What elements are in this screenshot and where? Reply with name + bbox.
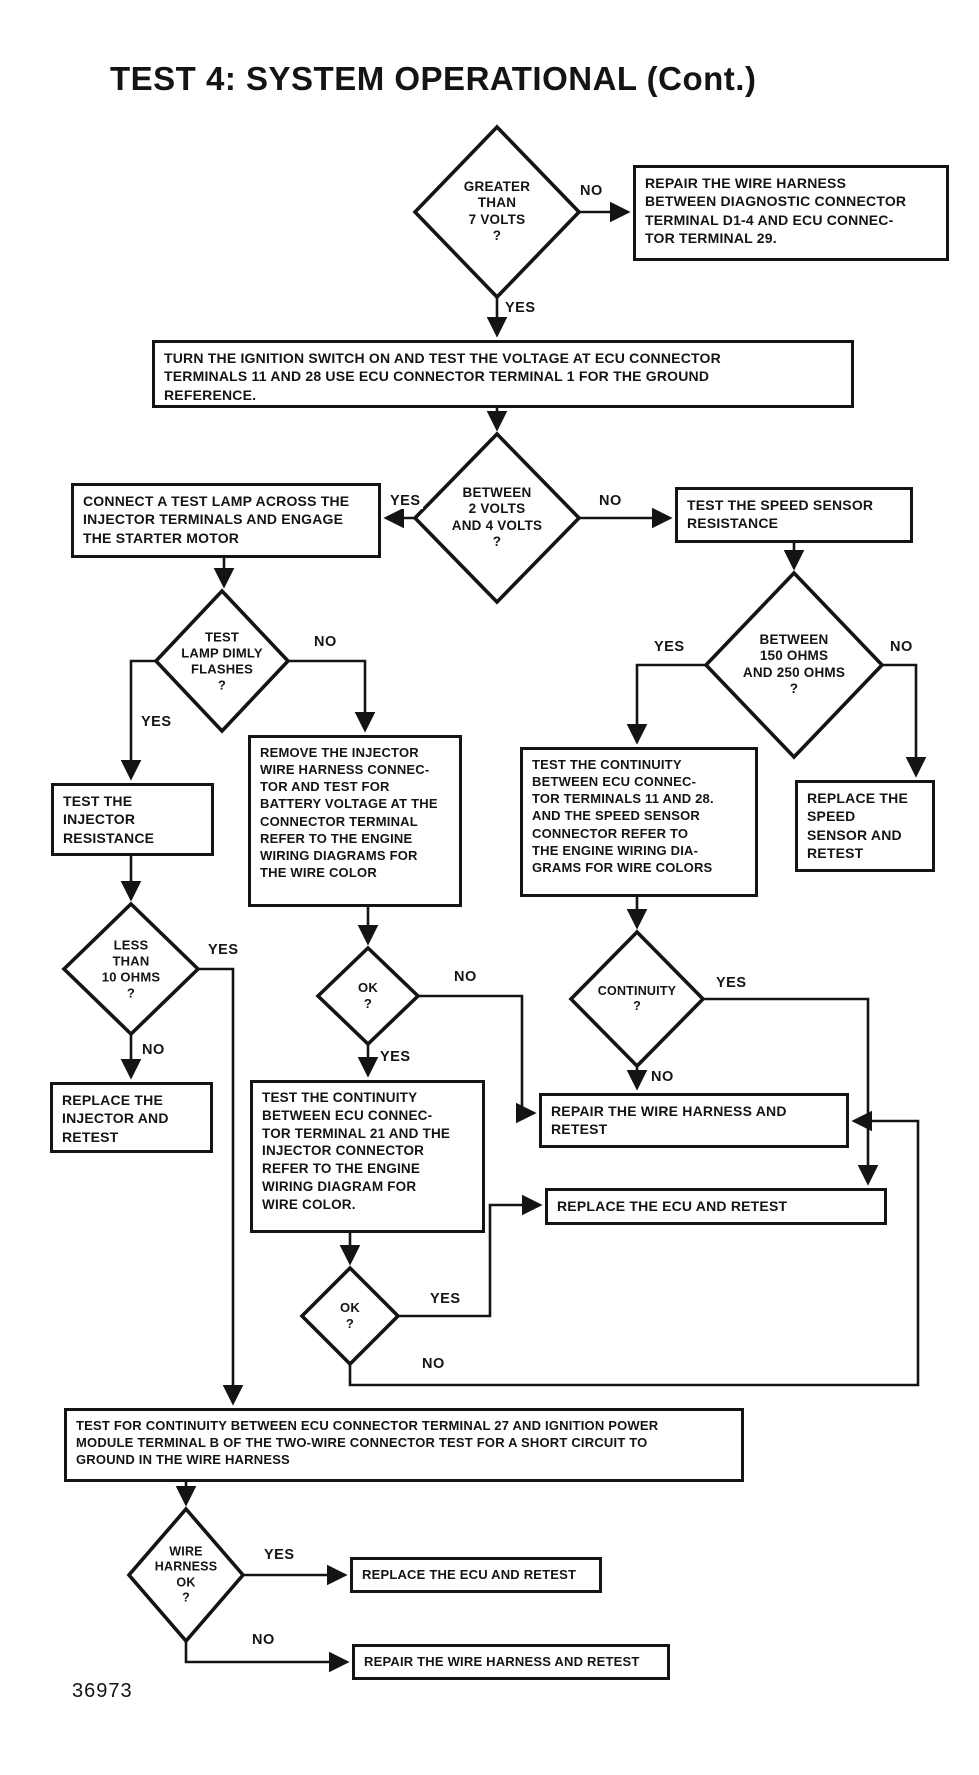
- decision-wire-harness-ok: [126, 1506, 246, 1644]
- decision-battery-voltage-ok: [315, 945, 421, 1047]
- decision-label-greater-than-7-volts: GREATER THAN 7 VOLTS ?: [463, 179, 531, 244]
- page-title: TEST 4: SYSTEM OPERATIONAL (Cont.): [110, 60, 757, 97]
- process-remove-injector-harness: REMOVE THE INJECTOR WIRE HARNESS CONNEC-…: [248, 735, 462, 907]
- process-replace-speed-sensor: REPLACE THE SPEED SENSOR AND RETEST: [795, 780, 935, 872]
- process-repair-harness-retest-2: REPAIR THE WIRE HARNESS AND RETEST: [352, 1644, 670, 1680]
- decision-between-150-and-250-ohms: [703, 570, 885, 760]
- edge-label-no-10-ohms: NO: [140, 1042, 167, 1058]
- process-replace-ecu-retest: REPLACE THE ECU AND RETEST: [545, 1188, 887, 1225]
- figure-number: 36973: [72, 1680, 133, 1702]
- decision-label-battery-voltage-ok: OK ?: [358, 980, 378, 1011]
- decision-label-wire-harness-ok: WIRE HARNESS OK ?: [154, 1544, 218, 1605]
- edge-label-no-continuity: NO: [649, 1069, 676, 1085]
- edge-label-yes-10-ohms: YES: [206, 942, 241, 958]
- process-turn-ignition-switch: TURN THE IGNITION SWITCH ON AND TEST THE…: [152, 340, 854, 408]
- process-test-continuity-21: TEST THE CONTINUITY BETWEEN ECU CONNEC- …: [250, 1080, 485, 1233]
- edge-label-no-battery-ok: NO: [452, 969, 479, 985]
- edge-label-yes-harness-ok: YES: [262, 1547, 297, 1563]
- edge-label-yes-battery-ok: YES: [378, 1049, 413, 1065]
- edge-label-yes-2-4volts: YES: [388, 493, 423, 509]
- decision-between-2-and-4-volts: [412, 431, 582, 605]
- edge-label-no-lamp-flashes: NO: [312, 634, 339, 650]
- decision-continuity: [568, 929, 706, 1069]
- decision-label-test-lamp-dimly-flashes: TEST LAMP DIMLY FLASHES ?: [181, 629, 263, 692]
- process-test-speed-sensor: TEST THE SPEED SENSOR RESISTANCE: [675, 487, 913, 543]
- edge-label-yes-7volts: YES: [503, 300, 538, 316]
- process-repair-harness-d1-4: REPAIR THE WIRE HARNESS BETWEEN DIAGNOST…: [633, 165, 949, 261]
- decision-label-between-2-and-4-volts: BETWEEN 2 VOLTS AND 4 VOLTS ?: [451, 485, 543, 550]
- decision-label-continuity-21-ok: OK ?: [340, 1300, 360, 1331]
- decision-greater-than-7-volts: [412, 124, 582, 300]
- process-test-continuity-27: TEST FOR CONTINUITY BETWEEN ECU CONNECTO…: [64, 1408, 744, 1482]
- edge-label-no-150-250-ohms: NO: [888, 639, 915, 655]
- edge-label-yes-continuity: YES: [714, 975, 749, 991]
- decision-less-than-10-ohms: [61, 901, 201, 1037]
- process-replace-injector: REPLACE THE INJECTOR AND RETEST: [50, 1082, 213, 1153]
- decision-continuity-21-ok: [299, 1265, 401, 1367]
- decision-label-between-150-and-250-ohms: BETWEEN 150 OHMS AND 250 OHMS ?: [742, 632, 846, 697]
- process-connect-test-lamp: CONNECT A TEST LAMP ACROSS THE INJECTOR …: [71, 483, 381, 558]
- edge-label-no-harness-ok: NO: [250, 1632, 277, 1648]
- decision-label-less-than-10-ohms: LESS THAN 10 OHMS ?: [101, 937, 161, 1000]
- edge-label-no-continuity-21: NO: [420, 1356, 447, 1372]
- process-replace-ecu-retest-2: REPLACE THE ECU AND RETEST: [350, 1557, 602, 1593]
- decision-label-continuity: CONTINUITY ?: [597, 983, 677, 1013]
- process-test-continuity-11-28: TEST THE CONTINUITY BETWEEN ECU CONNEC- …: [520, 747, 758, 897]
- decision-test-lamp-dimly-flashes: [153, 588, 291, 734]
- edge-label-yes-continuity-21: YES: [428, 1291, 463, 1307]
- edge-label-no-2-4volts: NO: [597, 493, 624, 509]
- edge-label-yes-lamp-flashes: YES: [139, 714, 174, 730]
- edge-label-no-7volts: NO: [578, 183, 605, 199]
- edge-label-yes-150-250-ohms: YES: [652, 639, 687, 655]
- process-repair-harness-retest: REPAIR THE WIRE HARNESS AND RETEST: [539, 1093, 849, 1148]
- process-test-injector-resistance: TEST THE INJECTOR RESISTANCE: [51, 783, 214, 856]
